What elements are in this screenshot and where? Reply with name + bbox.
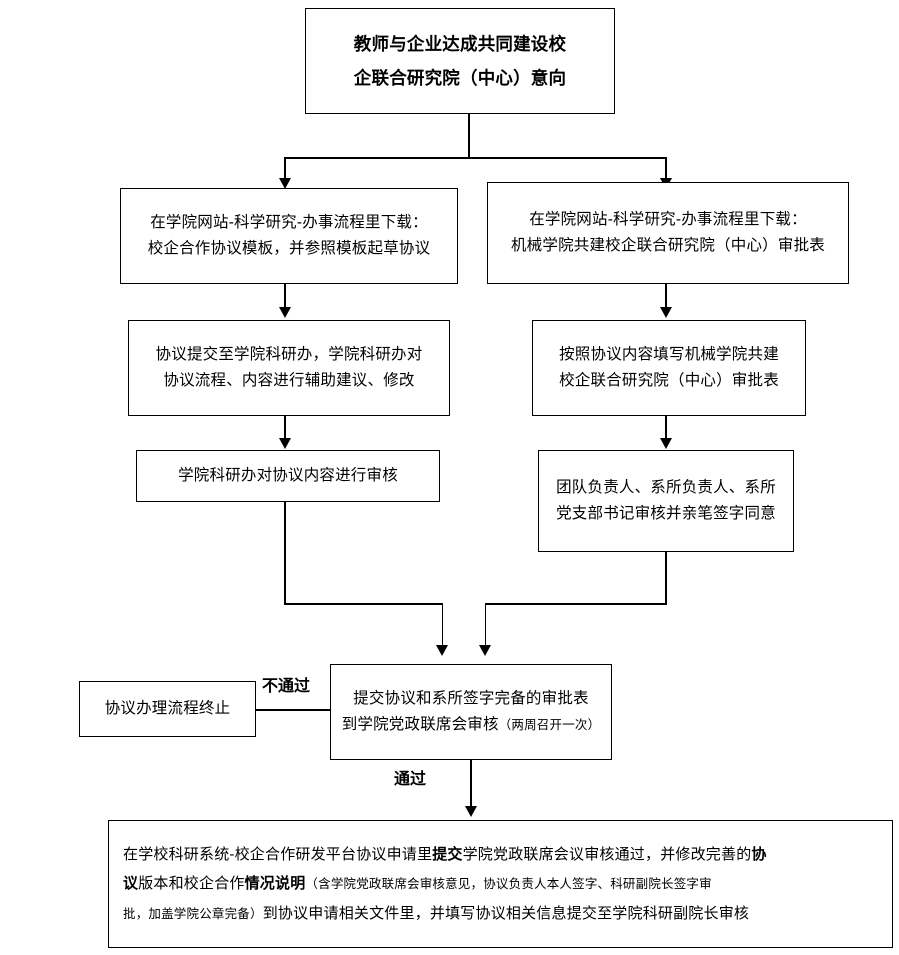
node-joint-meeting-line-2-main: 到学院党政联席会审核 <box>341 716 499 733</box>
connector-right-sign-run <box>485 603 666 605</box>
arrowhead-meeting-to-final <box>464 806 477 817</box>
node-right-download-line-1: 在学院网站-科学研究-办事流程里下载： <box>529 211 807 229</box>
node-start-line-2: 企联合研究院（中心）意向 <box>353 68 567 88</box>
connector-start-to-left <box>284 157 286 182</box>
arrowhead-left-review-into-meeting <box>436 645 448 656</box>
node-final-line-3-seg-1: 批，加盖学院公章完备） <box>123 906 263 921</box>
arrowhead-start-to-left <box>278 178 291 189</box>
node-left-submit-office: 协议提交至学院科研办，学院科研办对 协议流程、内容进行辅助建议、修改 <box>128 320 450 416</box>
node-start: 教师与企业达成共同建设校 企联合研究院（中心）意向 <box>305 8 615 114</box>
node-terminate: 协议办理流程终止 <box>79 681 256 737</box>
node-right-fill-form-line-2: 校企联合研究院（中心）审批表 <box>559 372 779 389</box>
node-right-download: 在学院网站-科学研究-办事流程里下载： 机械学院共建校企联合研究院（中心）审批表 <box>487 182 849 284</box>
node-final-line-3: 批，加盖学院公章完备）到协议申请相关文件里，并填写协议相关信息提交至学院科研副院… <box>109 899 892 928</box>
arrowhead-left-submit-to-review <box>278 438 291 449</box>
connector-left-submit-to-review <box>284 416 286 440</box>
node-right-fill-form-line-1: 按照协议内容填写机械学院共建 <box>559 346 779 364</box>
node-final-line-3-seg-2: 到协议申请相关文件里，并填写协议相关信息提交至学院科研副院长审核 <box>262 904 750 922</box>
node-final-line-1-seg-2: 提交 <box>432 846 463 864</box>
node-left-office-review-line-1: 学院科研办对协议内容进行审核 <box>178 467 398 485</box>
connector-start-to-right <box>665 157 667 182</box>
arrowhead-right-download-to-fill <box>659 307 672 318</box>
node-left-download-line-2: 校企合作协议模板，并参照模板起草协议 <box>147 240 431 257</box>
connector-right-download-to-fill <box>665 284 667 309</box>
node-final-line-1: 在学校科研系统-校企合作研发平台协议申请里提交学院党政联席会议审核通过，并修改完… <box>109 840 892 869</box>
connector-start-bus <box>285 157 667 159</box>
connector-left-review-run <box>284 603 443 605</box>
arrowhead-right-fill-to-sign <box>659 438 672 449</box>
node-start-line-1: 教师与企业达成共同建设校 <box>353 33 567 54</box>
node-final-line-2: 议版本和校企合作情况说明（含学院党政联席会审核意见，协议负责人本人签字、科研副院… <box>109 869 892 898</box>
node-left-submit-office-line-2: 协议流程、内容进行辅助建议、修改 <box>163 372 415 389</box>
node-final-line-1-seg-1: 在学校科研系统-校企合作研发平台协议申请里 <box>123 846 433 864</box>
connector-start-stem <box>468 114 470 158</box>
connector-right-sign-drop <box>665 552 667 605</box>
node-joint-meeting-line-1: 提交协议和系所签字完备的审批表 <box>353 690 589 708</box>
node-joint-meeting-line-2-note: （两周召开一次） <box>498 718 601 732</box>
connector-left-download-to-submit <box>284 284 286 309</box>
node-right-leader-sign-line-1: 团队负责人、系所负责人、系所 <box>556 479 776 497</box>
connector-left-review-drop <box>284 502 286 605</box>
edge-label-pass: 通过 <box>392 765 429 789</box>
node-final-system-submit: 在学校科研系统-校企合作研发平台协议申请里提交学院党政联席会议审核通过，并修改完… <box>108 820 893 948</box>
node-joint-meeting-line-2: 到学院党政联席会审核（两周召开一次） <box>342 712 601 738</box>
node-left-download-line-1: 在学院网站-科学研究-办事流程里下载： <box>150 214 428 232</box>
node-final-line-2-seg-4: （含学院党政联席会审核意见，协议负责人本人签字、科研副院长签字审 <box>305 877 712 892</box>
edge-label-fail: 不通过 <box>260 672 313 696</box>
node-left-submit-office-line-1: 协议提交至学院科研办，学院科研办对 <box>155 346 423 364</box>
connector-left-review-into-meeting <box>441 603 444 647</box>
connector-meeting-to-final <box>470 760 472 810</box>
node-right-download-line-2: 机械学院共建校企联合研究院（中心）审批表 <box>510 237 825 254</box>
node-left-office-review: 学院科研办对协议内容进行审核 <box>136 450 440 502</box>
node-final-line-1-seg-4: 协 <box>751 846 767 864</box>
node-terminate-line-1: 协议办理流程终止 <box>104 700 231 718</box>
node-final-line-2-seg-1: 议 <box>123 875 139 893</box>
connector-right-sign-into-meeting <box>484 603 487 647</box>
node-final-line-2-seg-3: 情况说明 <box>244 875 306 893</box>
arrowhead-left-download-to-submit <box>278 307 291 318</box>
node-right-leader-sign: 团队负责人、系所负责人、系所 党支部书记审核并亲笔签字同意 <box>538 450 794 552</box>
node-final-line-1-seg-3: 学院党政联席会议审核通过，并修改完善的 <box>462 846 752 864</box>
connector-right-fill-to-sign <box>665 416 667 440</box>
arrowhead-right-sign-into-meeting <box>479 645 491 656</box>
node-final-line-2-seg-2: 版本和校企合作 <box>138 875 245 893</box>
node-right-leader-sign-line-2: 党支部书记审核并亲笔签字同意 <box>556 505 776 522</box>
node-joint-meeting: 提交协议和系所签字完备的审批表 到学院党政联席会审核（两周召开一次） <box>330 664 612 760</box>
node-left-download: 在学院网站-科学研究-办事流程里下载： 校企合作协议模板，并参照模板起草协议 <box>120 188 458 284</box>
node-right-fill-form: 按照协议内容填写机械学院共建 校企联合研究院（中心）审批表 <box>532 320 806 416</box>
connector-meeting-to-terminate <box>252 709 330 711</box>
